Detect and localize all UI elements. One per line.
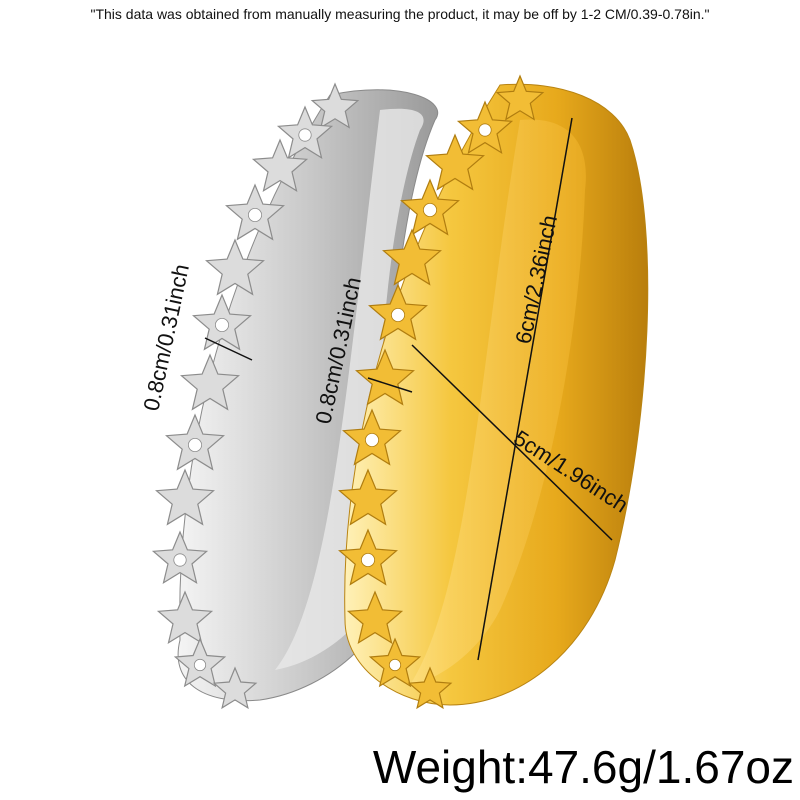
crystal-stone bbox=[388, 658, 402, 672]
crystal-stone bbox=[187, 437, 202, 452]
star-charm bbox=[180, 353, 240, 411]
diameter-line bbox=[411, 344, 613, 541]
star-charm bbox=[205, 238, 265, 296]
disclaimer-text: "This data was obtained from manually me… bbox=[90, 6, 710, 22]
star-charm bbox=[382, 228, 442, 286]
star-charm bbox=[407, 666, 453, 710]
crystal-stone bbox=[193, 658, 207, 672]
silver-width-line bbox=[204, 337, 253, 361]
star-charm bbox=[495, 74, 545, 121]
silver-bangle-inner bbox=[275, 108, 424, 671]
crystal-stone bbox=[214, 317, 229, 332]
crystal-stone bbox=[364, 432, 379, 447]
gold-bangle-inner bbox=[410, 119, 586, 685]
star-charm bbox=[310, 82, 360, 129]
star-charm bbox=[156, 590, 214, 644]
weight-text: Weight:47.6g/1.67oz bbox=[372, 741, 794, 793]
gold-bangle bbox=[338, 74, 649, 710]
crystal-stone bbox=[390, 307, 405, 322]
crystal-stone bbox=[173, 553, 187, 567]
crystal-stone bbox=[298, 128, 312, 142]
silver-star-row bbox=[151, 82, 360, 710]
star-charm bbox=[212, 666, 258, 710]
crystal-stone bbox=[247, 207, 262, 222]
star-charm bbox=[355, 348, 415, 406]
crystal-stone bbox=[422, 202, 437, 217]
gold-star-row bbox=[338, 74, 545, 710]
star-charm bbox=[425, 133, 485, 191]
star-charm bbox=[155, 468, 215, 526]
star-charm bbox=[346, 590, 404, 644]
star-charm bbox=[251, 138, 309, 192]
gold-width-line bbox=[367, 377, 413, 393]
height-line bbox=[477, 117, 573, 661]
crystal-stone bbox=[478, 123, 492, 137]
crystal-stone bbox=[360, 553, 375, 568]
silver-bangle bbox=[151, 82, 438, 710]
star-charm bbox=[338, 468, 398, 526]
silver-width-label: 0.8cm/0.31inch bbox=[138, 262, 193, 413]
